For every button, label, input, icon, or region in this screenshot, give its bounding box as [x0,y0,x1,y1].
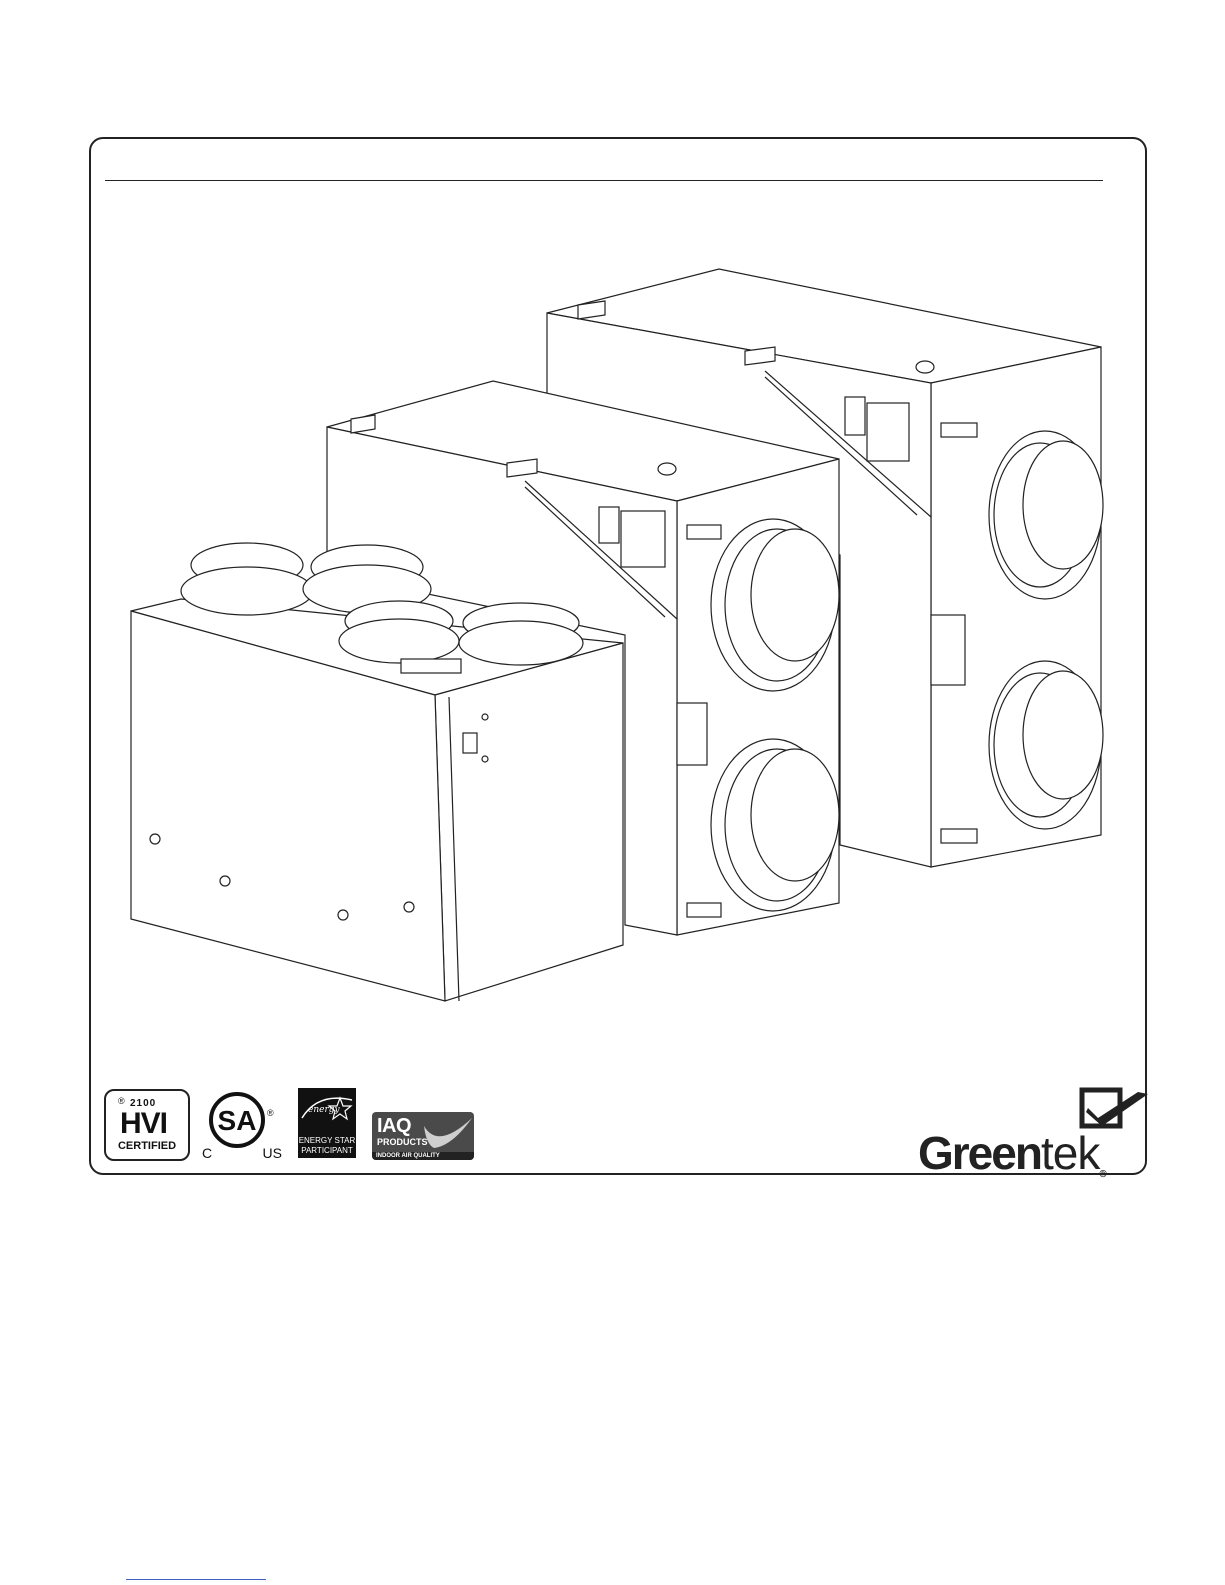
title-rule [105,180,1103,181]
product-illustration [105,255,1115,1015]
brand-reg-mark: ® [1099,1169,1104,1180]
iaq-logo-icon: IAQ PRODUCTS INDOOR AIR QUALITY [372,1112,474,1160]
csa-mark-text: SA [218,1105,257,1136]
hvi-reg-mark: ® [118,1096,125,1106]
hvi-word: HVI [120,1107,167,1141]
greentek-wordmark: Greentek® [918,1126,1105,1180]
unit-small-front [131,543,623,1001]
hvi-certified: CERTIFIED [106,1140,188,1152]
csa-c: C [202,1145,212,1161]
hvi-logo-icon: ® 2100 HVI CERTIFIED [104,1089,190,1161]
greentek-logo: Greentek® [918,1086,1153,1176]
csa-us: US [263,1145,282,1161]
energy-script: energy [308,1105,341,1115]
csa-reg-mark: ® [267,1108,274,1118]
energy-star-line2: PARTICIPANT [298,1146,356,1155]
iaq-products: PRODUCTS [377,1137,428,1147]
brand-name-light: tek [1041,1127,1099,1179]
footer-link-underline[interactable] [126,1579,266,1580]
energy-star-icon: energy ENERGY STAR PARTICIPANT [298,1088,356,1158]
iaq-title: IAQ [377,1115,411,1138]
iaq-tagline: INDOOR AIR QUALITY [372,1152,474,1160]
energy-star-line1: ENERGY STAR [298,1136,356,1145]
brand-name-bold: Green [918,1127,1041,1179]
csa-logo-icon: SA ® C US [199,1090,284,1162]
